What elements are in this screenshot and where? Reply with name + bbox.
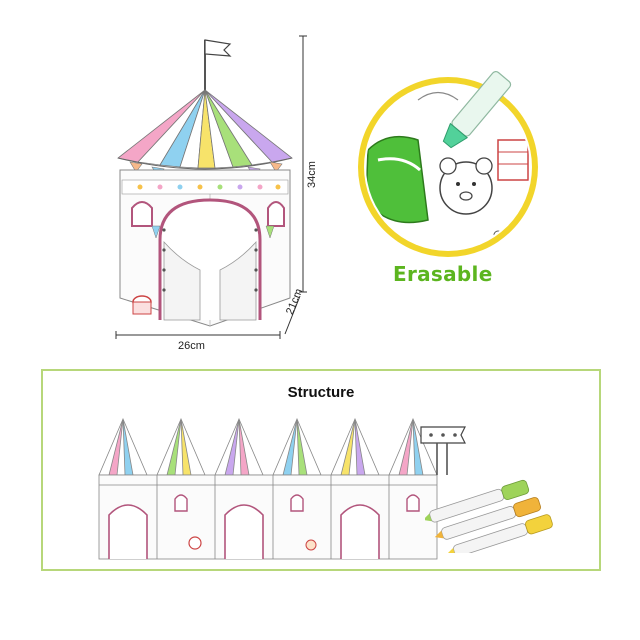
flag-piece	[420, 426, 466, 475]
height-dimension-label: 34cm	[306, 161, 318, 188]
structure-panel: Structure	[41, 369, 601, 571]
unfolded-tent-panels	[98, 417, 438, 560]
marker-pens	[425, 479, 553, 553]
dimension-lines	[115, 35, 307, 339]
erasable-label: Erasable	[393, 262, 493, 286]
structure-title: Structure	[287, 384, 355, 401]
castle-tent-illustration	[117, 39, 293, 327]
erasable-zoom-callout	[358, 70, 538, 257]
width-dimension-label: 26cm	[178, 340, 205, 352]
